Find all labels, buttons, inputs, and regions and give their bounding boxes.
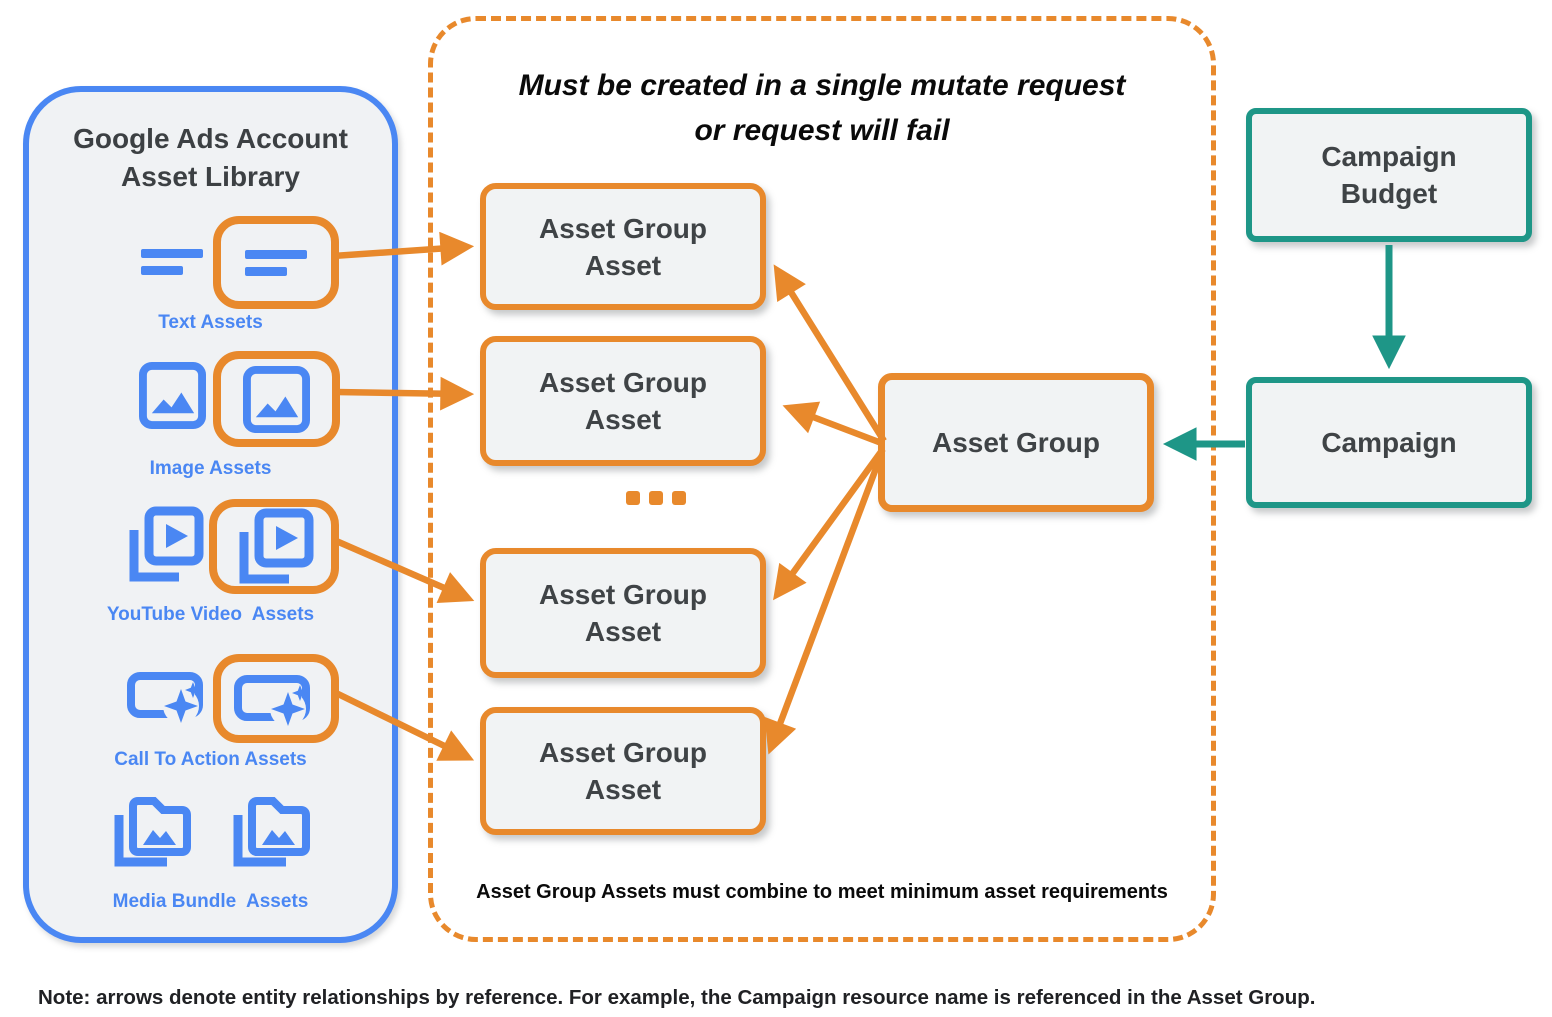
- campaign-budget-box: Campaign Budget: [1246, 108, 1532, 242]
- youtube-video-asset-icon: [129, 506, 204, 582]
- text-asset-icon: [141, 249, 203, 275]
- campaign-budget-label: Campaign: [1321, 141, 1457, 172]
- image-asset-highlight: [213, 351, 340, 447]
- media-bundle-asset-icon: [114, 797, 191, 867]
- asset-group-asset-box-3: Asset Group Asset: [480, 548, 766, 678]
- image-asset-icon: [139, 362, 206, 429]
- library-title-line1: Google Ads Account: [73, 123, 348, 154]
- mutate-title-line1: Must be created in a single mutate reque…: [518, 69, 1126, 102]
- image-assets-label: Image Assets: [149, 458, 272, 479]
- youtube-video-asset-icon: [239, 508, 314, 583]
- asset-group-asset-label: Asset: [584, 249, 662, 281]
- text-asset-icon: [245, 249, 307, 276]
- asset-group-asset-label: Asset: [584, 616, 662, 647]
- call-to-action-asset-icon: [127, 672, 203, 724]
- mutate-request-title: Must be created in a single mutate reque…: [433, 63, 1211, 153]
- media-bundle-assets-label: Media Bundle Assets: [112, 891, 309, 912]
- ellipsis: [626, 491, 686, 505]
- text-asset-highlight: [213, 216, 339, 309]
- library-title: Google Ads Account Asset Library: [29, 120, 392, 196]
- asset-group-asset-box-4: Asset Group Asset: [480, 707, 766, 835]
- youtube-video-asset-highlight: [209, 499, 339, 594]
- asset-group-asset-label: Asset: [584, 404, 662, 435]
- library-title-line2: Asset Library: [121, 161, 300, 192]
- asset-group-asset-label: Asset Group: [538, 737, 708, 768]
- asset-group-asset-label: Asset: [584, 774, 662, 805]
- asset-group-asset-box-2: Asset Group Asset: [480, 336, 766, 466]
- asset-library-panel: Google Ads Account Asset Library Text As…: [23, 86, 398, 943]
- mutate-title-line2: or request will fail: [694, 114, 950, 147]
- campaign-label: Campaign: [1321, 427, 1457, 458]
- youtube-video-assets-label: YouTube Video Assets: [106, 604, 315, 625]
- call-to-action-assets-label: Call To Action Assets: [114, 749, 307, 770]
- asset-group-asset-label: Asset Group: [538, 212, 708, 244]
- mutate-caption: Asset Group Assets must combine to meet …: [476, 881, 1168, 903]
- asset-group-asset-box-1: Asset Group Asset: [480, 183, 766, 310]
- campaign-budget-label: Budget: [1340, 178, 1438, 209]
- reference-note: Note: arrows denote entity relationships…: [38, 986, 1316, 1009]
- call-to-action-asset-highlight: [213, 654, 339, 743]
- asset-group-box: Asset Group: [878, 373, 1154, 512]
- call-to-action-asset-icon: [234, 674, 310, 727]
- asset-group-asset-label: Asset Group: [538, 579, 708, 610]
- asset-group-label: Asset Group: [931, 427, 1101, 458]
- image-asset-icon: [243, 365, 310, 433]
- campaign-box: Campaign: [1246, 377, 1532, 508]
- asset-group-asset-label: Asset Group: [538, 367, 708, 398]
- text-assets-label: Text Assets: [158, 312, 263, 333]
- media-bundle-asset-icon: [233, 797, 310, 867]
